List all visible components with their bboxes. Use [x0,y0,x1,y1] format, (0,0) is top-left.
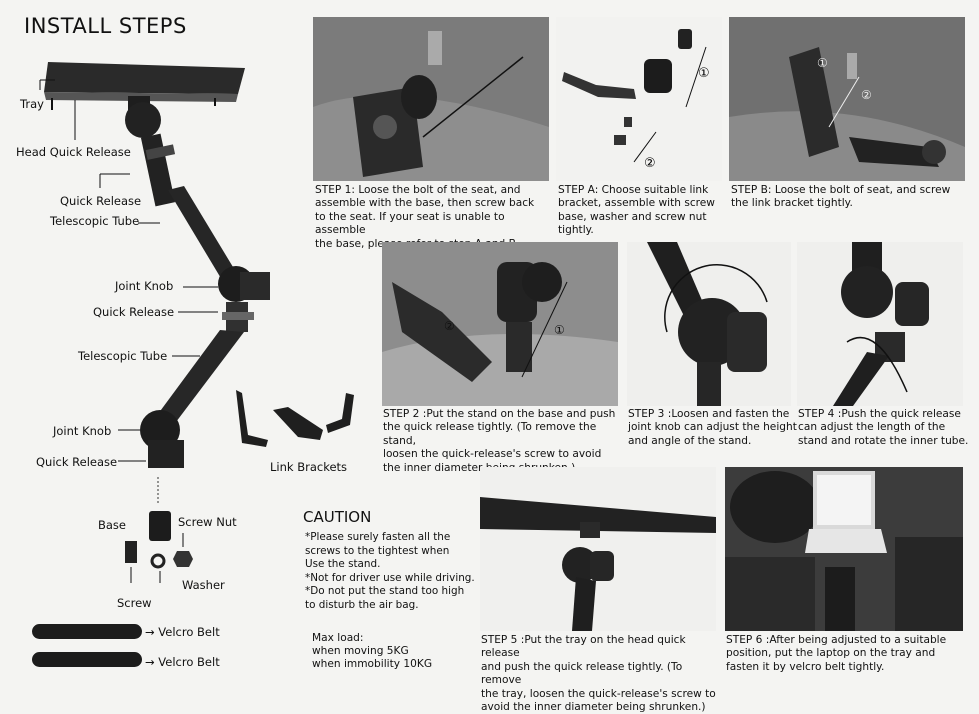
step1-photo [313,17,549,181]
label-washer: Washer [182,578,225,592]
stepB-mark-2: ② [861,88,872,102]
step2-mark-2: ② [444,319,455,333]
label-velcro-belt-1: → Velcro Belt [145,625,220,639]
stepB-caption: STEP B: Loose the bolt of seat, and scre… [731,184,951,210]
caution-title: CAUTION [303,508,372,526]
step6-caption: STEP 6 :After being adjusted to a suitab… [726,634,947,673]
velcro-belt-1 [32,624,142,639]
caution-item: screws to the tightest when [305,544,450,557]
stepB-mark-1: ① [817,56,828,70]
label-base: Base [98,518,127,532]
label-telescopic-tube-1: Telescopic Tube [50,214,140,228]
caution-item: Use the stand. [305,558,381,571]
step4-photo [797,242,963,406]
label-joint-knob-2: Joint Knob [53,424,112,438]
label-head-quick-release: Head Quick Release [16,145,131,159]
max-load: Max load: when moving 5KG when immobilit… [312,632,433,670]
label-link-brackets: Link Brackets [270,460,348,474]
step6-photo [725,467,963,631]
label-quick-release-2: Quick Release [93,305,175,319]
stepB-photo: ① ② [729,17,965,181]
step5-caption: STEP 5 :Put the tray on the head quick r… [481,634,716,714]
step5-photo [480,467,716,631]
step3-photo [627,242,791,406]
page-title: INSTALL STEPS [24,14,187,38]
velcro-belt-2 [32,652,142,667]
base-assembly-illustration [125,477,193,583]
label-tray: Tray [20,97,44,111]
stepA-mark-2: ② [644,156,656,171]
step2-caption: STEP 2 :Put the stand on the base and pu… [383,408,616,474]
label-velcro-belt-2: → Velcro Belt [145,655,220,669]
step2-mark-1: ① [554,323,565,337]
step2-photo: ② ① [382,242,618,406]
caution-item: to disturb the air bag. [305,598,419,611]
label-screw-nut: Screw Nut [178,515,237,529]
label-screw: Screw [117,596,152,610]
caution-list: *Please surely fasten all the screws to … [305,531,475,613]
link-brackets-illustration [236,390,354,447]
label-quick-release-3: Quick Release [36,455,118,469]
stepA-mark-1: ① [698,66,710,81]
stand-illustration [39,62,270,468]
caution-item: *Do not put the stand too high [305,585,465,598]
label-quick-release-1: Quick Release [60,194,142,208]
caution-item: *Please surely fasten all the [305,531,451,543]
caution-item: *Not for driver use while driving. [305,571,475,584]
stepA-photo: ① ② [556,17,722,181]
label-telescopic-tube-2: Telescopic Tube [78,349,168,363]
label-joint-knob-1: Joint Knob [115,279,174,293]
